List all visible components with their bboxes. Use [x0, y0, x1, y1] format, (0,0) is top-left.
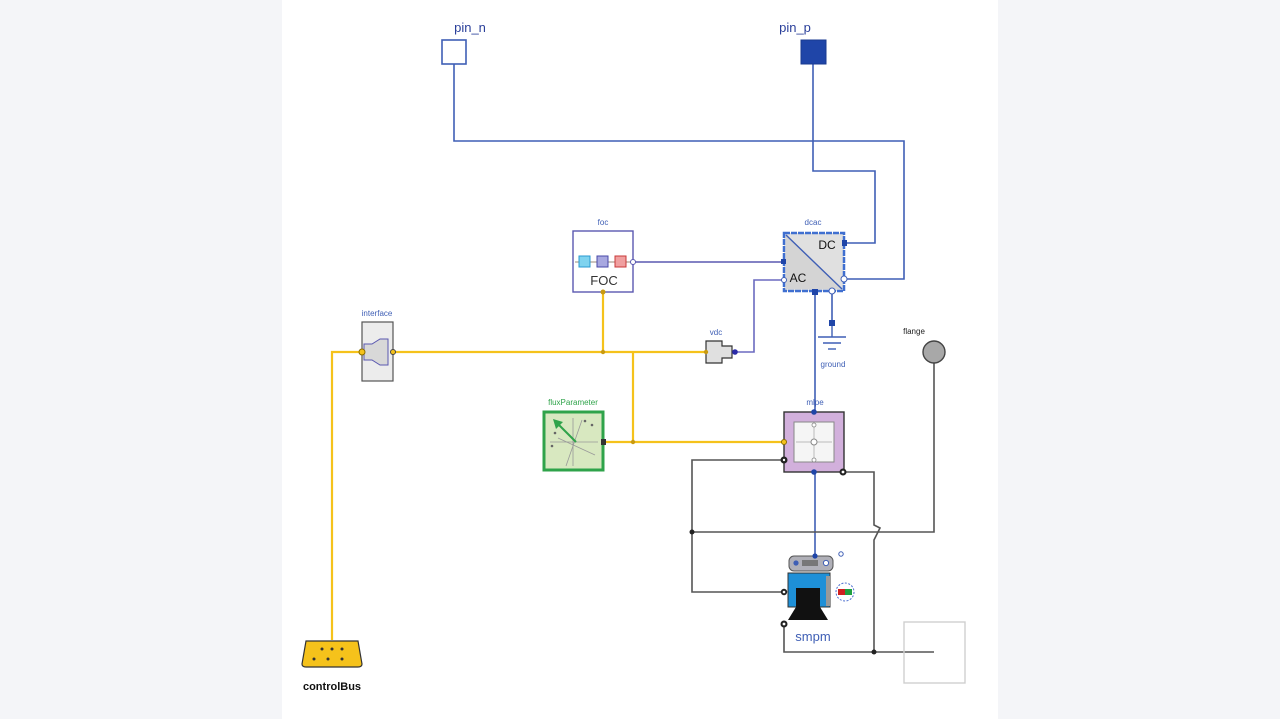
flux-parameter-name: fluxParameter [548, 398, 598, 407]
wire-mlpe-left-flange[interactable] [691, 459, 783, 593]
wire-pin-p[interactable] [812, 64, 876, 244]
foc-text: FOC [590, 273, 617, 288]
dcac-dc-text: DC [818, 238, 836, 252]
wire-bus-mlpe[interactable] [631, 352, 783, 444]
control-bus-connector[interactable]: controlBus [301, 640, 363, 693]
wire-controlbus-interface[interactable] [330, 350, 362, 640]
foc-name: foc [598, 218, 609, 227]
pin-p[interactable]: pin_p [779, 20, 827, 65]
ground-name: ground [821, 360, 846, 369]
right-margin [998, 0, 1280, 719]
pin-n[interactable]: pin_n [441, 20, 486, 65]
pin-n-label: pin_n [454, 20, 486, 35]
placeholder-frame [903, 621, 966, 684]
flange-port[interactable]: flange [903, 327, 946, 364]
left-margin [0, 0, 282, 719]
ground-block[interactable]: ground [818, 320, 846, 369]
wire-vdc-dcac[interactable] [736, 279, 783, 353]
electric-wires [453, 64, 905, 556]
flange-name: flange [903, 327, 925, 336]
mlpe-block[interactable]: mlpe [780, 398, 847, 476]
interface-name: interface [362, 309, 393, 318]
flux-parameter-block[interactable]: fluxParameter [542, 398, 606, 472]
wire-pin-n[interactable] [453, 64, 905, 280]
smpm-block[interactable]: smpm [780, 551, 855, 644]
dcac-name: dcac [805, 218, 822, 227]
wire-smpm-support[interactable] [783, 624, 874, 653]
dcac-block[interactable]: dcac DC AC [781, 218, 848, 295]
interface-block[interactable]: interface [358, 309, 396, 382]
mlpe-name: mlpe [806, 398, 824, 407]
vdc-name: vdc [710, 328, 722, 337]
dcac-ac-text: AC [790, 271, 807, 285]
diagram-canvas [282, 0, 998, 719]
control-bus-name: controlBus [303, 681, 361, 693]
wire-shaft-flange[interactable] [692, 362, 935, 533]
foc-block[interactable]: foc FOC [572, 218, 636, 295]
bus-junctions [600, 349, 636, 445]
pin-p-label: pin_p [779, 20, 811, 35]
smpm-name: smpm [795, 629, 830, 644]
vdc-block[interactable]: vdc [703, 328, 738, 364]
wire-mlpe-support[interactable] [846, 471, 934, 653]
